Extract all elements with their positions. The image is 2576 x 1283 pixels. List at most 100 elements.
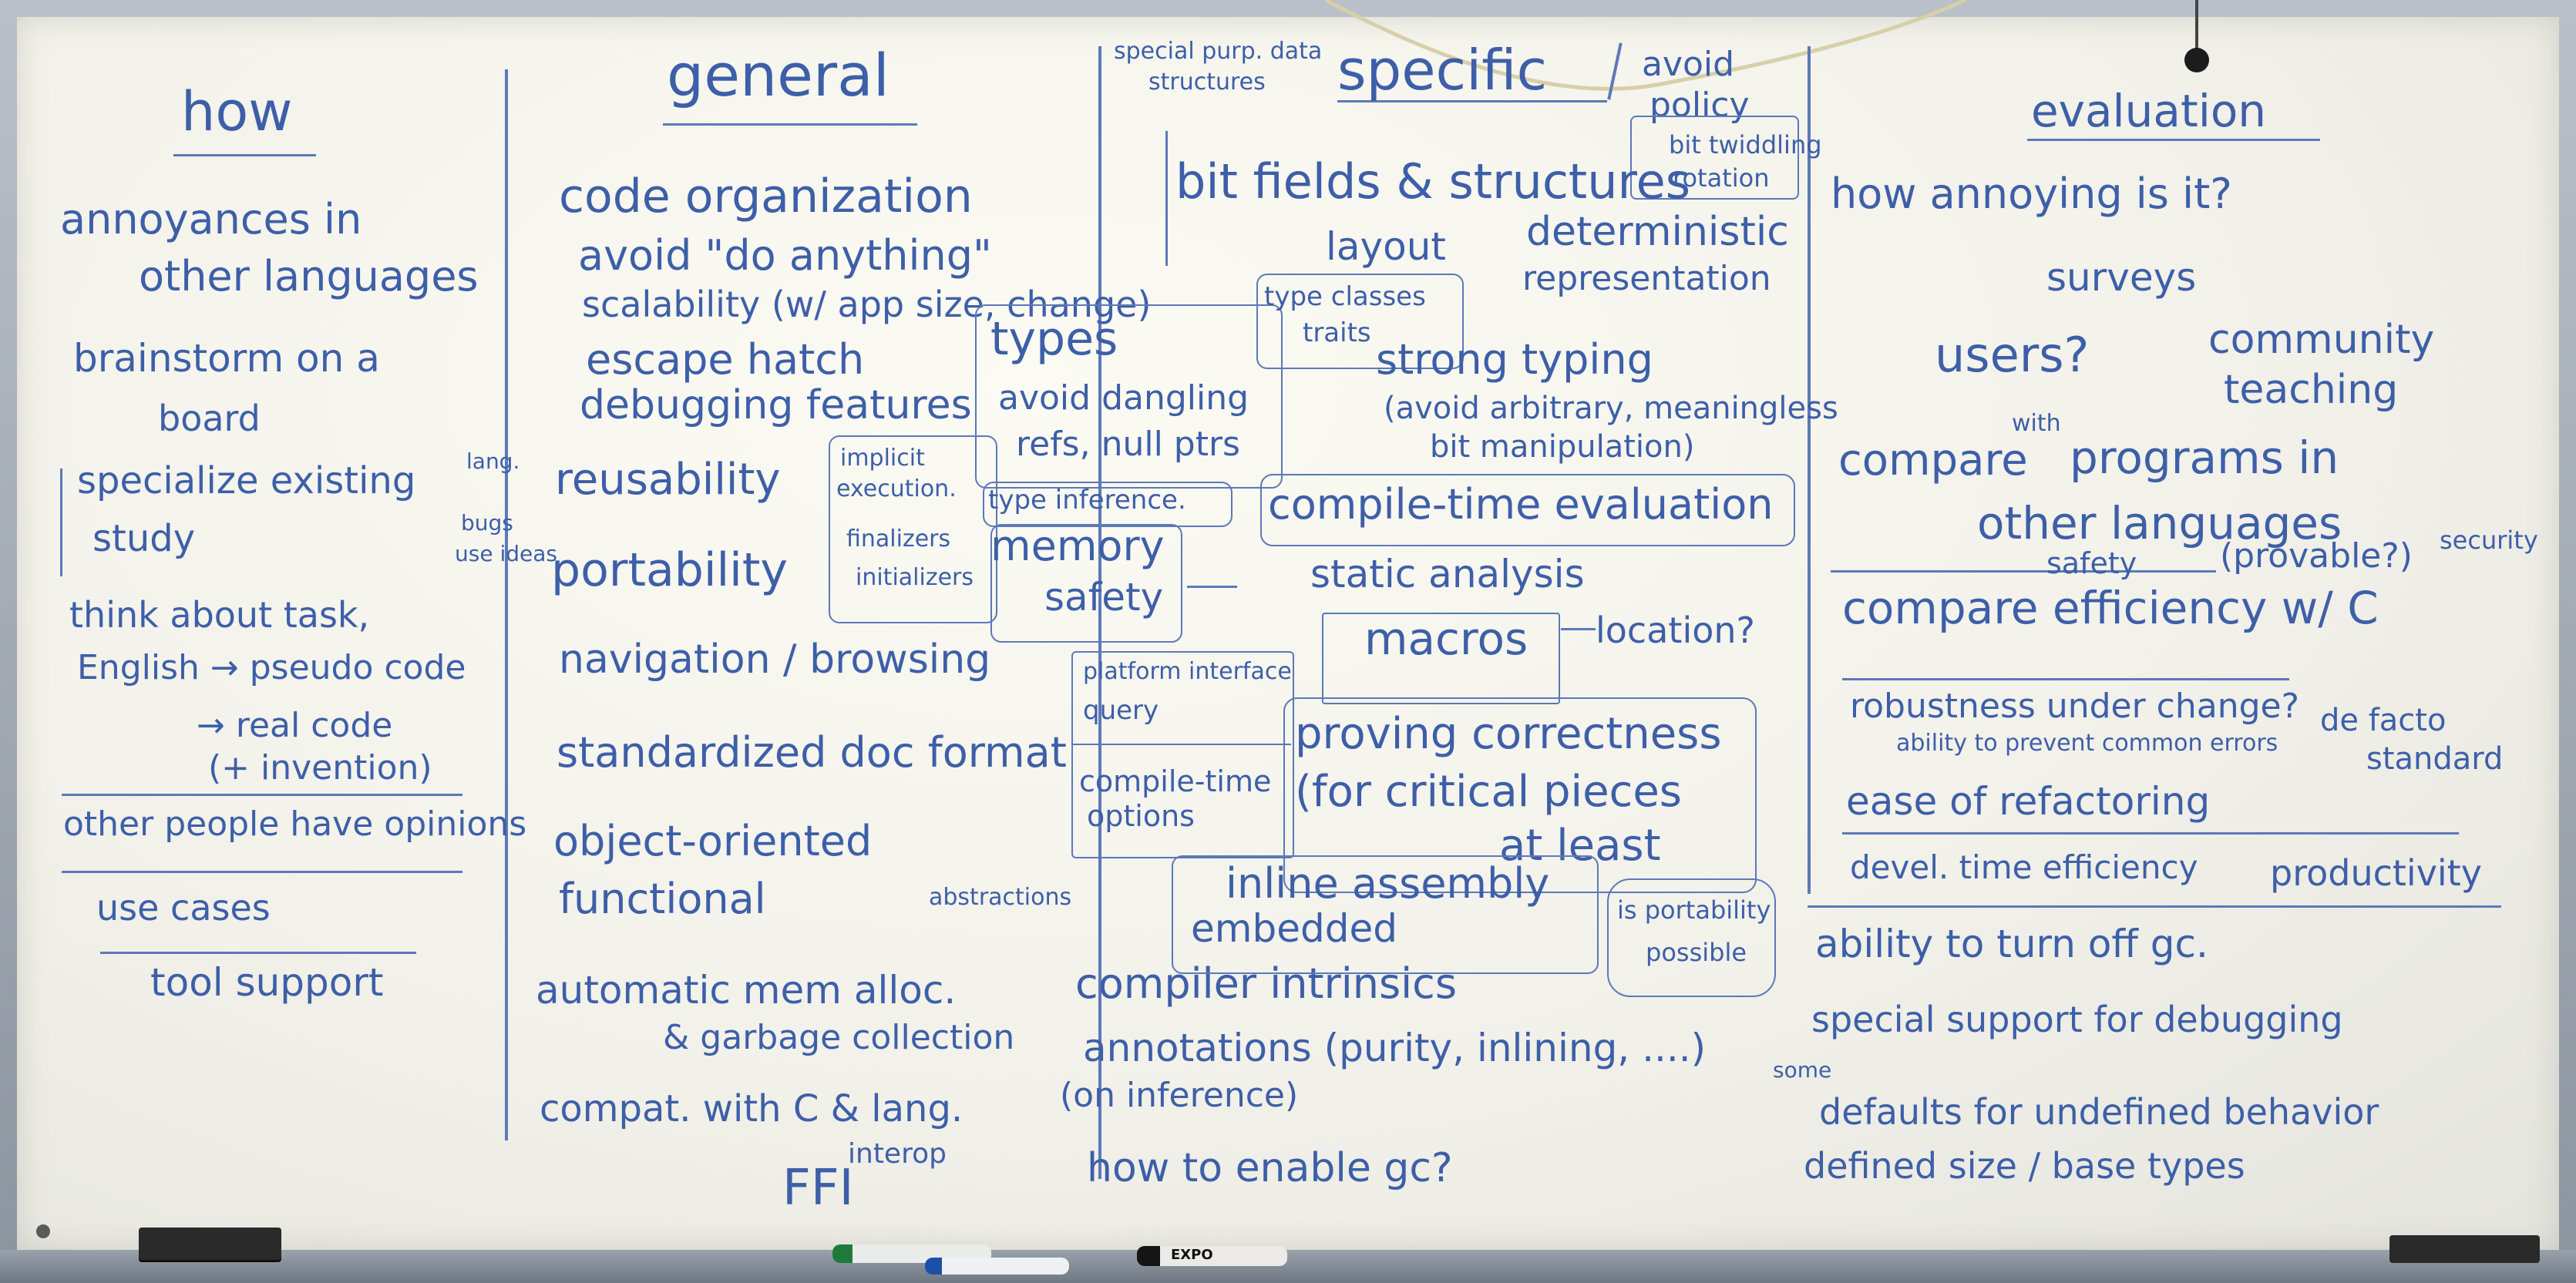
marker-black[interactable]: EXPO [1137,1246,1287,1266]
how-item: use cases [96,887,271,929]
general-item: functional [559,875,766,923]
middle-item: finalizers [846,526,951,552]
platform-split [1073,744,1291,745]
middle-item: safety [1044,575,1164,620]
specific-item: possible [1646,938,1747,967]
middle-item: execution. [836,475,957,502]
specific-item: location? [1596,610,1755,651]
inline-assembly-box [1172,855,1599,974]
how-item: board [158,398,261,439]
evaluation-item: with [2012,410,2061,437]
general-item: compat. with C & lang. [540,1087,963,1130]
evaluation-item: productivity [2270,852,2482,894]
general-item: debugging features [580,382,972,428]
specific-item: layout [1326,224,1447,269]
how-separator [100,952,416,954]
specific-underline [1337,100,1607,102]
platform-box [1071,651,1294,858]
how-item: specialize existing [77,459,416,502]
general-item: abstractions [929,884,1072,911]
specific-item: embedded [1191,906,1397,951]
marker-blue[interactable] [925,1258,1069,1275]
general-item: FFI [782,1160,854,1217]
middle-item: how to enable gc? [1087,1145,1453,1191]
middle-item: implicit [840,445,925,472]
specific-item: at least [1499,821,1661,871]
specific-item: (avoid arbitrary, meaningless [1384,391,1838,426]
evaluation-item: community [2208,317,2435,363]
specific-item: proving correctness [1295,709,1722,759]
whiteboard [17,17,2559,1250]
specific-item: deterministic [1526,209,1789,255]
evaluation-separator [1831,570,2216,573]
evaluation-item: surveys [2046,255,2197,300]
eraser[interactable] [2389,1235,2540,1263]
middle-item: compile-time [1079,764,1272,798]
portability-possible-box [1607,878,1776,997]
specific-item: bit manipulation) [1430,429,1695,465]
memory-safety-box [990,524,1182,643]
type-inference-box [983,482,1233,527]
specific-item: bit fields & structures [1175,153,1691,210]
evaluation-item: devel. time efficiency [1850,848,2198,886]
evaluation-item: users? [1935,327,2090,383]
evaluation-item: ease of refactoring [1846,779,2211,824]
general-item: navigation / browsing [559,636,991,683]
how-separator [62,871,462,873]
how-item: annoyances in [60,195,362,244]
evaluation-item: security [2440,526,2538,555]
evaluation-item: standard [2366,741,2504,777]
evaluation-heading: evaluation [2031,85,2267,137]
how-item: other languages [139,252,479,301]
type-classes-box [1256,274,1464,369]
eraser[interactable] [139,1228,281,1260]
marker-label: EXPO [1171,1247,1213,1263]
macros-box [1322,613,1560,704]
how-item: study [92,517,196,560]
specific-item: representation [1522,259,1771,298]
middle-item: initializers [856,564,974,591]
evaluation-underline [2027,139,2320,141]
specific-item: strong typing [1376,335,1653,384]
general-item: portability [551,543,788,597]
general-item: automatic mem alloc. [536,968,957,1013]
general-item: reusability [555,455,781,505]
how-separator [62,794,462,796]
how-item: bugs [461,510,513,536]
specific-item: inline assembly [1226,859,1550,908]
evaluation-item: compare efficiency w/ C [1842,582,2379,634]
middle-item: types [990,312,1118,366]
middle-item: type inference. [988,485,1186,516]
bracket-left [60,469,62,576]
memory-connector [1187,586,1237,588]
general-item: code organization [559,170,973,223]
middle-item: annotations (purity, inlining, ....) [1083,1026,1707,1070]
middle-item: some [1773,1057,1832,1083]
specific-item: compile-time evaluation [1268,480,1774,529]
specific-item: traits [1303,317,1371,348]
evaluation-item: other languages [1977,497,2342,549]
evaluation-item: how annoying is it? [1831,170,2232,218]
middle-item: query [1083,695,1159,726]
middle-item: structures [1148,69,1266,96]
middle-item: refs, null ptrs [1016,425,1240,464]
evaluation-item: defaults for undefined behavior [1819,1091,2379,1133]
evaluation-item: programs in [2070,432,2339,484]
marker-tray [0,1250,2576,1283]
how-item: brainstorm on a [73,336,380,381]
specific-item: type classes [1264,281,1426,312]
evaluation-separator [1808,905,2501,908]
general-item: avoid "do anything" [578,231,992,280]
specific-item: macros [1364,613,1528,665]
middle-item: memory [990,522,1165,570]
specific-item: avoid [1642,45,1735,84]
divider-general-specific [1098,46,1101,1179]
middle-item: compiler intrinsics [1075,959,1457,1008]
specific-item: rotation [1673,163,1770,193]
how-item: other people have opinions [63,804,527,844]
evaluation-separator [1842,832,2459,835]
evaluation-item: ability to prevent common errors [1896,730,2278,757]
types-box [975,304,1283,489]
middle-item: (on inference) [1060,1076,1299,1115]
